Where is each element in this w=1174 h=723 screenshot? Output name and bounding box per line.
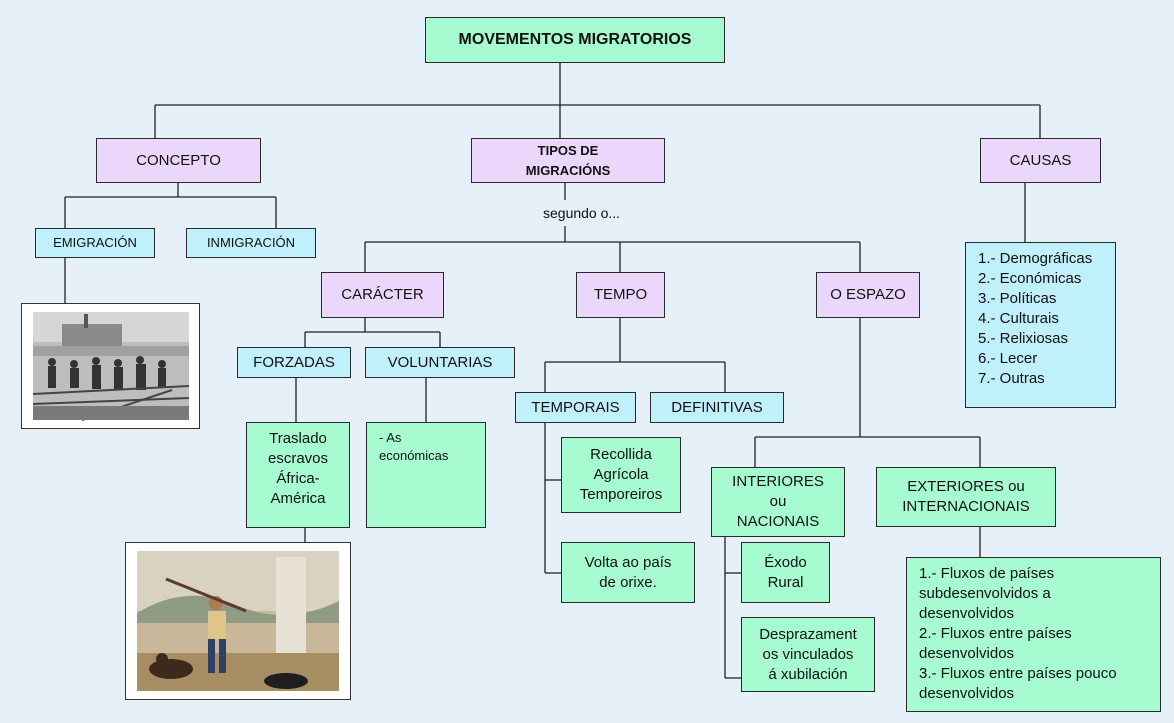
- tempo-label: TEMPO: [593, 286, 648, 303]
- interiores-example-line: á xubilación: [768, 665, 848, 683]
- exteriores-list-line: 1.- Fluxos de países: [919, 565, 1055, 582]
- interiores-example-node: Éxodo Rural: [741, 542, 830, 603]
- causas-item: 7.- Outras: [978, 370, 1045, 387]
- forzadas-example-node: Traslado escravos África- América: [246, 422, 350, 528]
- forzadas-label: FORZADAS: [253, 353, 335, 371]
- interiores-line: ou: [769, 493, 787, 510]
- emigracion-node: EMIGRACIÓN: [35, 228, 155, 258]
- exteriores-list-line: desenvolvidos: [919, 685, 1015, 702]
- tempo-example-line: Agrícola: [593, 466, 649, 483]
- interiores-line: INTERIORES: [732, 473, 824, 490]
- causas-label: CAUSAS: [1009, 151, 1072, 169]
- tempo-example-line: Temporeiros: [579, 486, 663, 503]
- interiores-example-line: Rural: [767, 573, 804, 591]
- interiores-example-line: Éxodo: [764, 553, 807, 571]
- forzadas-example-line: Traslado: [269, 430, 327, 447]
- inmigracion-node: INMIGRACIÓN: [186, 228, 316, 258]
- interiores-node: INTERIORES ou NACIONAIS: [711, 467, 845, 537]
- exteriores-list-line: 2.- Fluxos entre países: [919, 625, 1072, 642]
- segundo-label: segundo o...: [543, 205, 621, 221]
- causas-item: 4.- Culturais: [978, 310, 1059, 327]
- exteriores-line: EXTERIORES ou: [907, 478, 1025, 495]
- causas-item: 6.- Lecer: [978, 350, 1038, 367]
- concepto-label: CONCEPTO: [136, 151, 221, 169]
- concepto-node: CONCEPTO: [96, 138, 261, 183]
- causas-item: 1.- Demográficas: [978, 250, 1093, 267]
- forzadas-node: FORZADAS: [237, 347, 351, 378]
- exteriores-list-line: desenvolvidos: [919, 605, 1015, 622]
- exteriores-list-node: 1.- Fluxos de países subdesenvolvidos a …: [906, 557, 1161, 712]
- tipos-label-line1: TIPOS DE: [537, 142, 599, 158]
- tempo-example-node: Volta ao país de orixe.: [561, 542, 695, 603]
- slavery-painting: [125, 542, 351, 700]
- causas-item: 3.- Políticas: [978, 290, 1057, 307]
- tempo-example-line: Recollida: [590, 446, 652, 463]
- causas-list-node: 1.- Demográficas 2.- Económicas 3.- Polí…: [965, 242, 1116, 408]
- tempo-example-line: de orixe.: [599, 573, 657, 591]
- exteriores-list-line: 3.- Fluxos entre países pouco: [919, 665, 1117, 682]
- causas-item: 2.- Económicas: [978, 270, 1082, 287]
- emigracion-label: EMIGRACIÓN: [53, 235, 137, 250]
- inmigracion-label: INMIGRACIÓN: [206, 235, 296, 250]
- temporais-label: TEMPORAIS: [531, 398, 620, 416]
- root-title-text: MOVEMENTOS MIGRATORIOS: [458, 31, 692, 48]
- forzadas-example-line: escravos: [267, 450, 329, 467]
- espazo-node: O ESPAZO: [816, 272, 920, 318]
- tempo-example-node: Recollida Agrícola Temporeiros: [561, 437, 681, 513]
- caracter-label: CARÁCTER: [341, 286, 424, 303]
- causas-node: CAUSAS: [980, 138, 1101, 183]
- causas-item: 5.- Relixiosas: [978, 330, 1069, 347]
- tipos-node: TIPOS DE MIGRACIÓNS: [471, 138, 665, 183]
- interiores-line: NACIONAIS: [736, 513, 820, 530]
- voluntarias-example-line: - As: [379, 430, 402, 445]
- definitivas-node: DEFINITIVAS: [650, 392, 784, 423]
- voluntarias-example-line: económicas: [379, 448, 449, 463]
- tempo-node: TEMPO: [576, 272, 665, 318]
- voluntarias-node: VOLUNTARIAS: [365, 347, 515, 378]
- forzadas-example-line: África-: [276, 470, 320, 487]
- interiores-example-line: Desprazament: [759, 625, 857, 643]
- exteriores-node: EXTERIORES ou INTERNACIONAIS: [876, 467, 1056, 527]
- interiores-example-line: os vinculados: [762, 645, 854, 663]
- espazo-label: O ESPAZO: [830, 286, 906, 303]
- exteriores-line: INTERNACIONAIS: [902, 498, 1030, 515]
- definitivas-label: DEFINITIVAS: [671, 398, 763, 416]
- exteriores-list-line: subdesenvolvidos a: [919, 585, 1051, 602]
- tempo-example-line: Volta ao país: [584, 553, 672, 571]
- tipos-label-line2: MIGRACIÓNS: [525, 162, 611, 178]
- caracter-node: CARÁCTER: [321, 272, 444, 318]
- voluntarias-label: VOLUNTARIAS: [387, 353, 493, 371]
- exteriores-list-line: desenvolvidos: [919, 645, 1015, 662]
- emigrants-photo: [21, 303, 200, 429]
- voluntarias-example-node: - As económicas: [366, 422, 486, 528]
- root-node-title: MOVEMENTOS MIGRATORIOS: [425, 17, 725, 63]
- interiores-example-node: Desprazament os vinculados á xubilación: [741, 617, 875, 692]
- forzadas-example-line: América: [270, 490, 326, 507]
- temporais-node: TEMPORAIS: [515, 392, 636, 423]
